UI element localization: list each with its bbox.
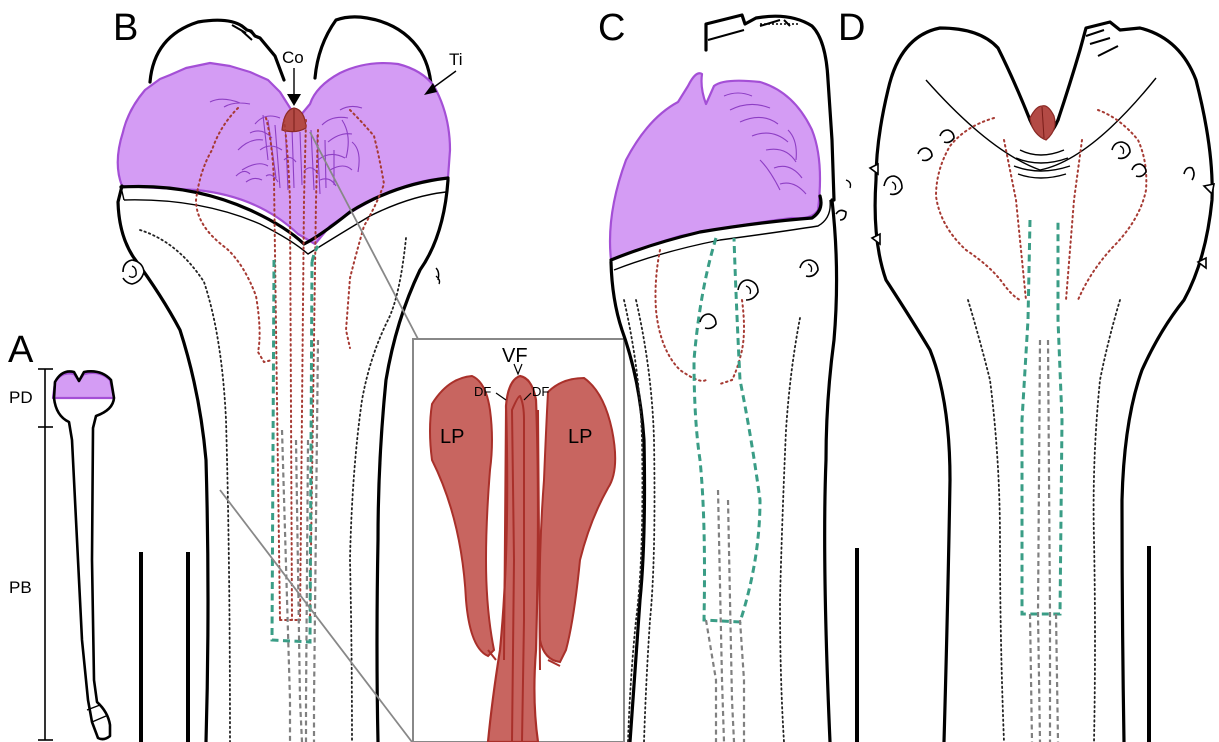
embolic-tissue-c bbox=[610, 73, 820, 260]
lateral-process-left-c bbox=[656, 250, 707, 381]
df-left-label: DF bbox=[474, 384, 491, 399]
dotted-inner-left-b bbox=[140, 230, 230, 742]
ti-label: Ti bbox=[449, 50, 463, 69]
embolic-tissue-b bbox=[118, 63, 450, 244]
panel-b: B Co Ti bbox=[113, 7, 463, 742]
sensillum-b bbox=[123, 260, 144, 284]
vf-label: VF bbox=[502, 345, 528, 367]
panel-b-label: B bbox=[113, 7, 138, 49]
ducts-red-d bbox=[1004, 140, 1082, 300]
lp-right-label: LP bbox=[568, 426, 592, 448]
pd-label: PD bbox=[9, 388, 33, 407]
conductor-inset: VF DF DF LP LP bbox=[413, 339, 624, 742]
co-label: Co bbox=[282, 48, 304, 67]
palp-right-side-d bbox=[1058, 22, 1212, 742]
inner-ducts-c bbox=[706, 490, 744, 742]
dotted-inner-left-d bbox=[968, 300, 1004, 742]
palp-right-side-c bbox=[825, 200, 837, 742]
panel-c-label: C bbox=[598, 7, 625, 49]
lateral-process-right-c bbox=[720, 300, 744, 384]
palp-outline-small bbox=[54, 371, 114, 739]
dotted-inner-right-d bbox=[1094, 300, 1120, 742]
panel-a-label: A bbox=[8, 329, 34, 371]
sperm-duct-d bbox=[1022, 220, 1062, 614]
lateral-process-left-d bbox=[936, 118, 1020, 300]
dotted-right-c bbox=[780, 318, 800, 742]
tissue-small bbox=[53, 373, 114, 398]
striations-d bbox=[1014, 150, 1070, 178]
lateral-process-right-d bbox=[1078, 110, 1146, 300]
lp-left-label: LP bbox=[440, 426, 464, 448]
panel-a: A PD PB bbox=[8, 329, 114, 740]
df-right-label: DF bbox=[532, 384, 549, 399]
inner-ducts-d bbox=[1030, 340, 1058, 742]
pb-label: PB bbox=[9, 578, 32, 597]
panel-d: D bbox=[838, 7, 1214, 742]
sensilla-d bbox=[870, 130, 1214, 268]
panel-d-label: D bbox=[838, 7, 865, 49]
panel-c: C bbox=[598, 7, 851, 742]
